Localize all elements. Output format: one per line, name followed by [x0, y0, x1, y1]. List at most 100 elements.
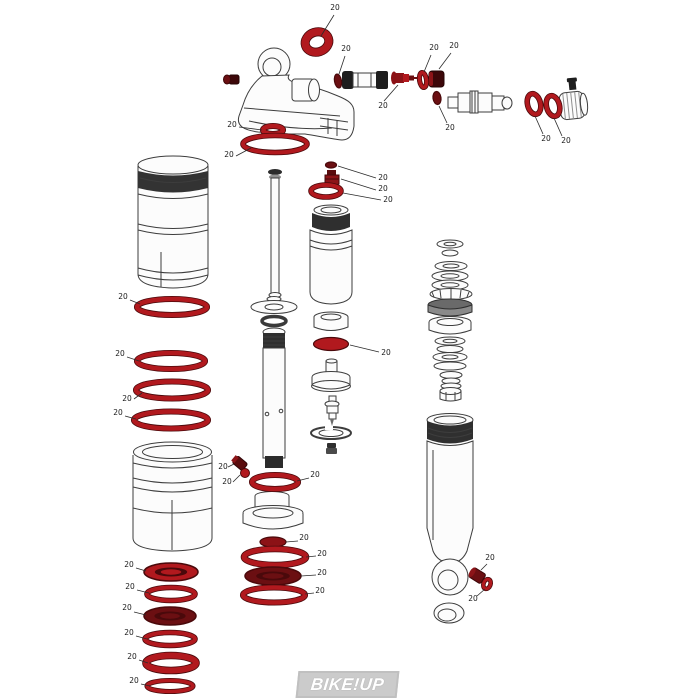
- shim-stack: [429, 239, 473, 300]
- damper-tube: [262, 327, 286, 468]
- shaft-bolt: [231, 455, 248, 471]
- lock-nut-small: [326, 443, 337, 454]
- aircan-oring-1: [133, 295, 211, 319]
- callout-label: 20: [383, 195, 393, 204]
- callout-label: 20: [125, 582, 135, 591]
- callout-leader-line: [140, 683, 151, 687]
- rebound-knob: [558, 77, 589, 121]
- bikeup-logo-text: BIKE!UP: [309, 674, 386, 694]
- callout-label: 20: [115, 349, 125, 358]
- callout-leader-line: [423, 54, 432, 73]
- callout-leader-line: [135, 567, 147, 572]
- callout-label: 20: [317, 549, 327, 558]
- callout-leader-line: [476, 588, 486, 597]
- mid-oring-1: [248, 471, 302, 493]
- head-bolt: [223, 74, 240, 85]
- head-bushing-collar: [300, 27, 334, 57]
- callout-label: 20: [317, 568, 327, 577]
- reservoir-can: [309, 204, 353, 305]
- callout-label: 20: [485, 553, 495, 562]
- callout-label: 20: [222, 477, 232, 486]
- callout-leader-line: [129, 299, 141, 305]
- callout-leader-line: [342, 192, 382, 201]
- callout-label: 20: [378, 101, 388, 110]
- callout-label: 20: [315, 586, 325, 595]
- head-oring-large: [240, 132, 310, 156]
- callout-leader-line: [340, 178, 377, 191]
- shim-stack-lower: [432, 336, 468, 371]
- air-valve-body: [342, 71, 388, 89]
- callout-leader-line: [136, 589, 150, 594]
- callout-label: 20: [468, 594, 478, 603]
- mid-oring-2: [240, 545, 310, 569]
- adjuster-oring-1: [524, 90, 544, 118]
- adjuster-disc-seal: [416, 70, 430, 90]
- callout-label: 20: [341, 44, 351, 53]
- body-oring-small: [480, 576, 494, 592]
- reservoir-oring-top: [324, 161, 338, 169]
- callout-leader-line: [480, 563, 488, 571]
- shim-valve-small: [324, 395, 340, 426]
- callout-leader-line: [124, 415, 137, 420]
- callout-label: 20: [330, 3, 340, 12]
- callout-leader-line: [227, 463, 235, 468]
- shock-head-assembly: [223, 47, 355, 141]
- piston-disc: [259, 536, 287, 548]
- mid-oring-3: [239, 584, 309, 606]
- red-highlighted-parts: [130, 27, 563, 695]
- air-can-lower: [132, 441, 213, 552]
- callout-label: 20: [378, 173, 388, 182]
- air-can-upper: [137, 155, 209, 289]
- callout-leader-line: [349, 344, 380, 353]
- callout-label: 20: [124, 560, 134, 569]
- callout-leader-line: [338, 55, 346, 75]
- callout-label: 20: [113, 408, 123, 417]
- callout-leader-line: [126, 356, 140, 362]
- aircan-oring-4: [130, 408, 212, 432]
- damper-shaft-thin: [268, 169, 282, 298]
- callout-label: 20: [118, 292, 128, 301]
- ifp-piston: [427, 298, 473, 317]
- callout-leader-line: [238, 126, 263, 131]
- callout-label: 20: [541, 134, 551, 143]
- reservoir-oring: [308, 182, 344, 200]
- callout-leader-line: [232, 474, 241, 483]
- retaining-clip: [310, 426, 352, 440]
- callout-leader-line: [553, 117, 563, 137]
- seal-head: [242, 491, 304, 530]
- callout-label: 20: [429, 43, 439, 52]
- valve-seal: [333, 73, 343, 89]
- callout-label: 20: [129, 676, 139, 685]
- eyelet-bushing: [433, 602, 465, 624]
- ifp-cup: [428, 316, 472, 335]
- damper-plug: [468, 567, 486, 584]
- adjuster-oring-2: [543, 92, 563, 120]
- callout-label: 20: [449, 41, 459, 50]
- valve-core: [391, 71, 421, 85]
- callout-label: 20: [124, 628, 134, 637]
- aircan-oring-2: [133, 349, 209, 373]
- callout-leader-line: [135, 635, 148, 640]
- callout-leader-line: [337, 165, 377, 179]
- spacer-cup: [313, 311, 349, 331]
- hex-nut: [439, 387, 462, 402]
- callout-leader-line: [534, 115, 544, 135]
- bottom-oring-4: [142, 629, 198, 649]
- callout-leader-line: [320, 14, 335, 37]
- knob-bolt: [566, 77, 577, 91]
- callout-label: 20: [561, 136, 571, 145]
- bottom-seal-3: [143, 606, 197, 626]
- callout-leader-line: [235, 147, 252, 157]
- callout-label: 20: [127, 652, 137, 661]
- damper-body: [426, 413, 474, 596]
- callout-leader-line: [304, 592, 315, 595]
- callout-leader-line: [133, 611, 147, 616]
- callout-leader-line: [133, 392, 143, 400]
- callout-label: 20: [227, 120, 237, 129]
- callout-layer: 20 20 20 20 20 20 20 20 20 20 20 20 20 20 20 20 20 20 20 20…: [113, 3, 571, 687]
- shaft-oring-dark: [260, 314, 288, 328]
- air-piston: [311, 358, 351, 392]
- adjuster-shaft: [447, 90, 513, 114]
